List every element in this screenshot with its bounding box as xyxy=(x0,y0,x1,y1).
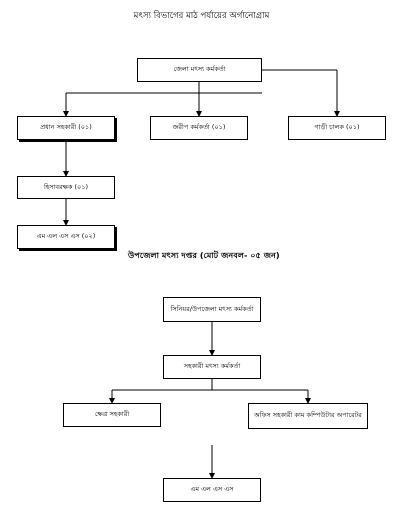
district-fisheries-officer-box: জেলা মৎস্য কর্মকর্তা xyxy=(137,58,262,82)
upazila-mlss-box: এম এল এস এস xyxy=(163,478,261,502)
chart-title: মৎস্য বিভাগের মাঠ পর্যায়ের অর্গানোগ্রাম xyxy=(133,11,270,21)
field-assistant-box: ক্ষেত্র সহকারী xyxy=(63,403,161,427)
office-assistant-computer-operator-box: অফিস সহকারী কাম কম্পিউটার অপারেটর xyxy=(248,403,368,429)
senior-upazila-officer-box: সিনিয়র/উপজেলা মৎস্য কর্মকর্তা xyxy=(163,297,261,322)
surveyor-box: জরীপ কর্মকর্তা (০১) xyxy=(150,116,248,140)
driver-box: গাড়ী চালক (০১) xyxy=(288,116,386,140)
upazila-office-heading: উপজেলা মৎস্য দপ্তর (মোট জনবল- ০৫ জন) xyxy=(128,250,280,260)
assistant-chief-box: প্রধান সহকারী (০১) xyxy=(17,116,115,140)
assistant-fisheries-officer-box: সহকারী মৎস্য কর্মকর্তা xyxy=(163,355,261,379)
accountant-box: হিসাবরক্ষক (০১) xyxy=(17,176,115,199)
district-mlss-box: এম এল এস এস (০২) xyxy=(17,225,115,249)
